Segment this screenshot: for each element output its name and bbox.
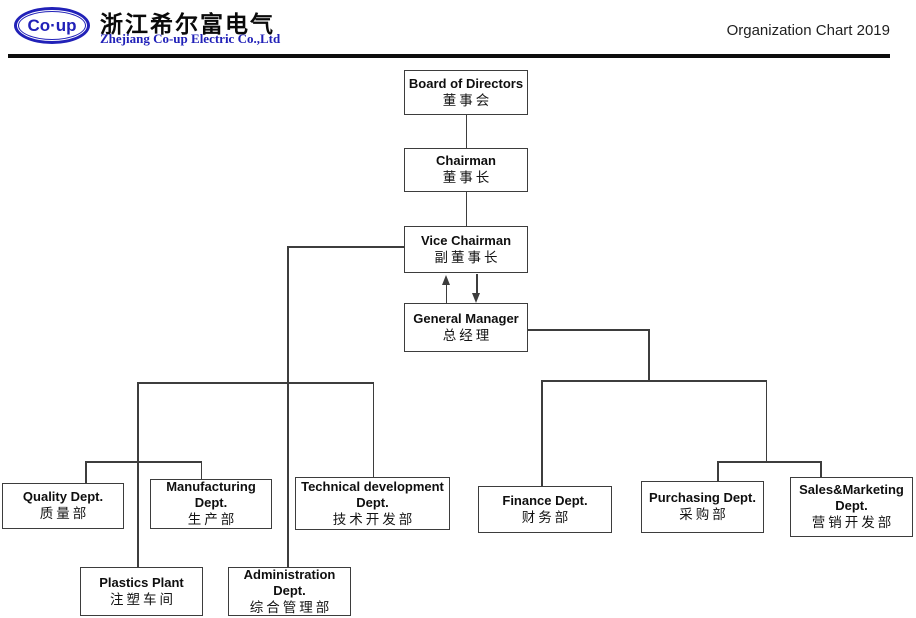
company-name-chinese: 浙江希尔富电气 [100,11,275,37]
connector-line [717,461,719,482]
org-node-administration-dept: Administration Dept. 综合管理部 [228,567,351,616]
connector-line [137,382,374,384]
node-label-zh: 总经理 [442,327,493,344]
org-node-chairman: Chairman 董事长 [404,148,528,192]
node-label-zh: 技术开发部 [332,511,416,528]
connector-line [648,329,650,382]
org-node-technical-development-dept: Technical development Dept. 技术开发部 [295,477,450,530]
node-label-en: Board of Directors [408,75,524,91]
node-label-en: Administration [243,566,336,582]
connector-line [287,246,289,568]
connector-line [85,461,87,484]
node-label-zh: 质量部 [39,506,90,522]
document-title: Organization Chart 2019 [726,22,890,39]
node-label-zh: 营销开发部 [811,515,895,531]
node-label-en: Dept. [835,498,868,513]
connector-line [465,191,467,227]
connector-line [541,380,767,382]
node-label-en: General Manager [413,310,519,326]
org-node-purchasing-dept: Purchasing Dept. 采购部 [641,481,764,533]
connector-line [287,246,405,248]
node-label-en: Dept. [356,494,389,510]
node-label-zh: 综合管理部 [249,599,333,616]
logo-text: Co·up [27,16,77,35]
node-label-en: Dept. [273,582,306,598]
org-node-board-of-directors: Board of Directors 董事会 [404,70,528,115]
node-label-zh: 生产部 [187,512,238,528]
connector-line [541,380,543,487]
up-arrow-icon [441,275,450,285]
connector-line [85,461,202,463]
node-label-zh: 注塑车间 [110,591,176,608]
header-divider [8,54,890,58]
org-node-manufacturing-dept: Manufacturing Dept. 生产部 [150,479,272,529]
node-label-zh: 采购部 [679,507,729,523]
org-node-vice-chairman: Vice Chairman 副董事长 [404,226,528,273]
up-arrow-shaft [445,284,447,304]
connector-line [765,380,767,462]
org-node-finance-dept: Finance Dept. 财务部 [478,486,612,533]
org-node-general-manager: General Manager 总经理 [404,303,528,352]
node-label-en: Vice Chairman [420,232,512,248]
org-node-plastics-plant: Plastics Plant 注塑车间 [80,567,203,616]
node-label-en: Dept. [194,495,228,510]
node-label-en: Purchasing Dept. [649,490,756,505]
connector-line [717,461,822,463]
connector-line [200,461,202,480]
down-arrow-shaft [476,274,478,294]
node-label-en: Plastics Plant [99,574,184,590]
company-name-english: Zhejiang Co-up Electric Co.,Ltd [100,31,281,46]
node-label-en: Manufacturing [166,479,256,494]
node-label-en: Finance Dept. [502,492,588,508]
node-label-en: Technical development [301,478,444,494]
node-label-zh: 财务部 [521,509,572,526]
connector-line [372,382,374,478]
org-node-sales-marketing-dept: Sales&Marketing Dept. 营销开发部 [790,477,913,537]
connector-line [820,461,822,478]
connector-line [137,382,139,568]
node-label-en: Sales&Marketing [799,482,904,497]
node-label-en: Quality Dept. [22,489,104,504]
org-node-quality-dept: Quality Dept. 质量部 [2,483,124,529]
coup-logo: Co·up [14,7,90,44]
connector-line [528,329,650,331]
node-label-zh: 董事长 [442,170,493,186]
node-label-zh: 副董事长 [434,249,501,266]
node-label-en: Chairman [436,153,496,168]
connector-line [465,114,467,149]
down-arrow-icon [472,293,480,303]
node-label-zh: 董事会 [442,92,493,109]
